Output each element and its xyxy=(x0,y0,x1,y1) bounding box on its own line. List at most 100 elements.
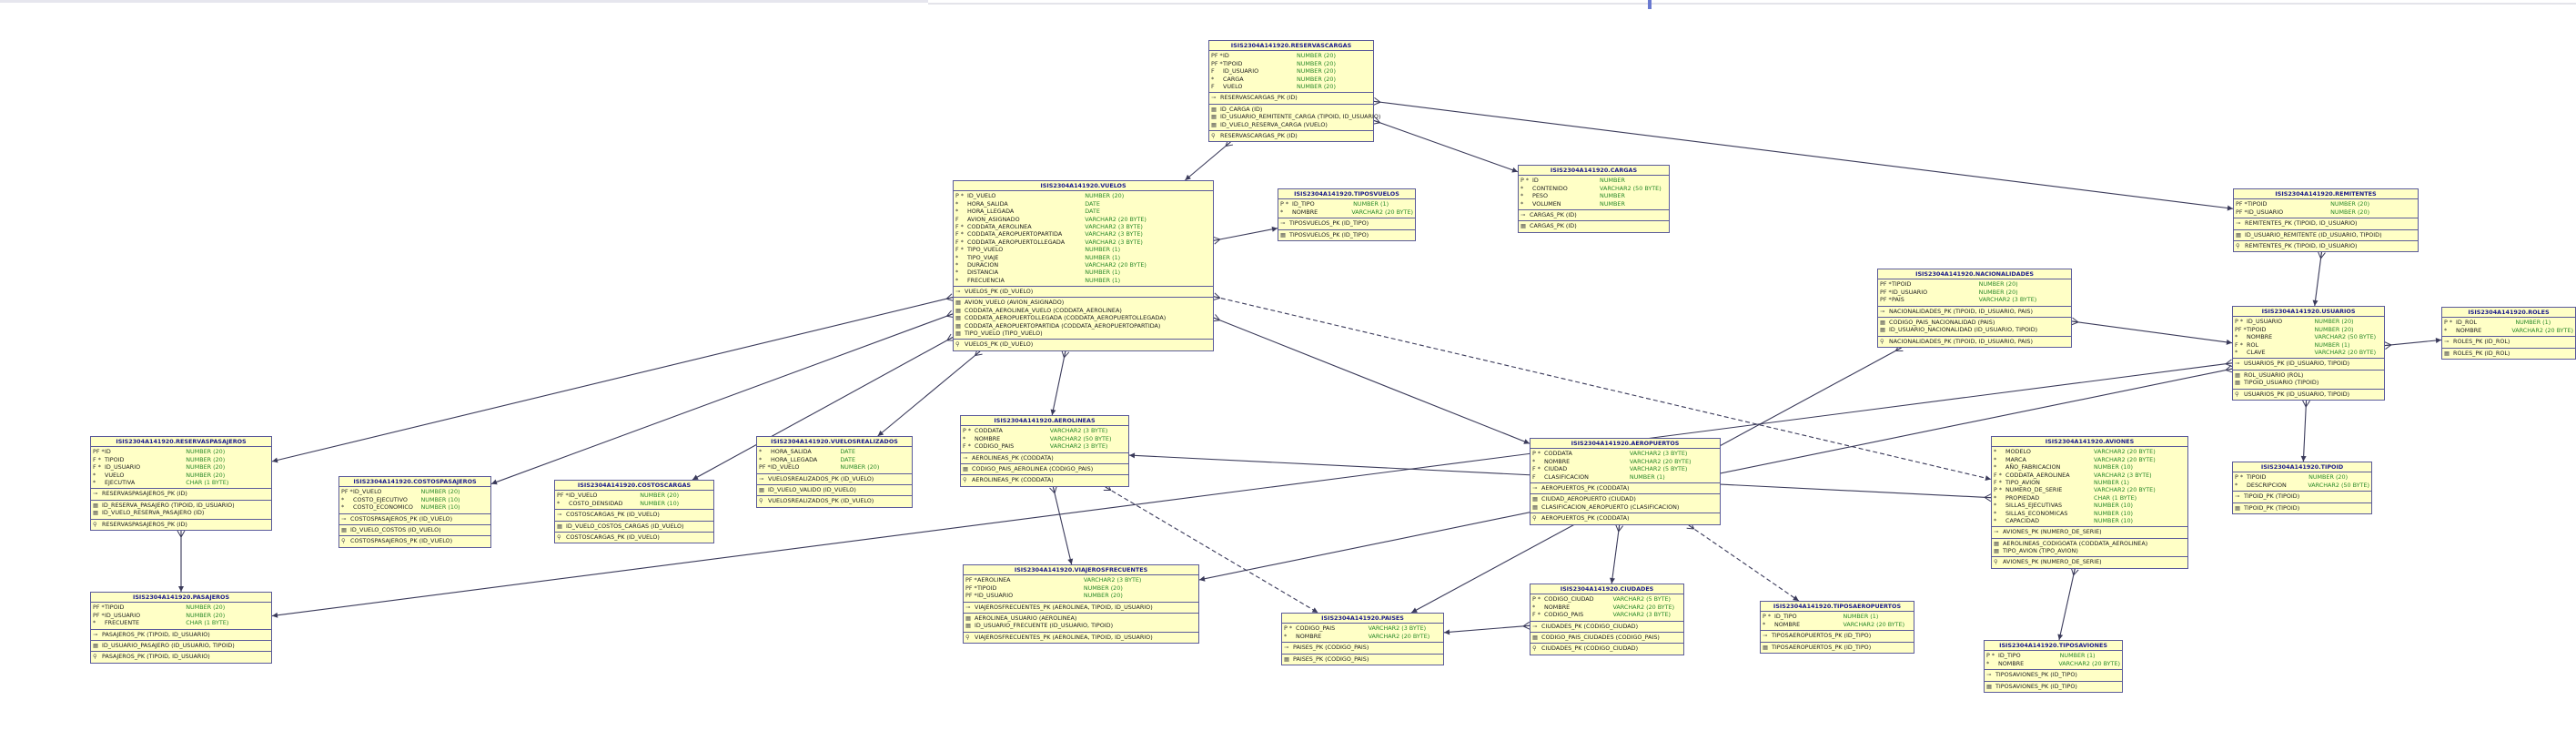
constraint-line[interactable]: ⚲RESERVASCARGAS_PK (ID) xyxy=(1211,132,1371,139)
relationship-line[interactable] xyxy=(490,313,954,485)
relationship-line[interactable] xyxy=(2314,251,2322,307)
constraint-line[interactable]: ▦CODIGO_PAIS_CIUDADES (CODIGO_PAIS) xyxy=(1532,634,1682,641)
constraint-line[interactable]: ⊸USUARIOS_PK (ID_USUARIO, TIPOID) xyxy=(2235,360,2382,367)
relationship-line[interactable] xyxy=(1213,317,1530,444)
relationship-line[interactable] xyxy=(692,337,954,481)
relationship-line[interactable] xyxy=(1213,228,1278,241)
constraint-line[interactable]: ⚲AEROLINEAS_PK (CODDATA) xyxy=(963,476,1126,483)
constraint-line[interactable]: ⊸NACIONALIDADES_PK (TIPOID, ID_USUARIO, … xyxy=(1880,308,2069,315)
constraint-line[interactable]: ▦ID_VUELO_RESERVA_PASAJERO (ID) xyxy=(93,509,269,516)
constraint-line[interactable]: ⚲RESERVASPASAJEROS_PK (ID) xyxy=(93,521,269,528)
relationship-line[interactable] xyxy=(1373,119,1519,173)
constraint-line[interactable]: ▦AEROLINEAS_CODIGOATA (CODDATA_AEROLINEA… xyxy=(1994,540,2186,547)
constraint-line[interactable]: ▦ROLES_PK (ID_ROL) xyxy=(2444,350,2573,357)
constraint-line[interactable]: ⚲USUARIOS_PK (ID_USUARIO, TIPOID) xyxy=(2235,391,2382,398)
constraint-line[interactable]: ▦CLASIFICACION_AEROPUERTO (CLASIFICACION… xyxy=(1532,503,1718,511)
constraint-line[interactable]: ⊸AEROPUERTOS_PK (CODDATA) xyxy=(1532,484,1718,492)
scroll-handle[interactable] xyxy=(1648,0,1652,9)
constraint-line[interactable]: ⊸ROLES_PK (ID_ROL) xyxy=(2444,338,2573,345)
constraint-line[interactable]: ▦TIPOID_USUARIO (TIPOID) xyxy=(2235,379,2382,386)
relationship-line[interactable] xyxy=(877,350,981,437)
constraint-line[interactable]: ▦ID_CARGA (ID) xyxy=(1211,106,1371,113)
relationship-line[interactable] xyxy=(1611,524,1621,584)
constraint-line[interactable]: ▦CARGAS_PK (ID) xyxy=(1520,222,1667,229)
relationship-line[interactable] xyxy=(1688,524,1800,602)
constraint-line[interactable]: ▦ID_USUARIO_FRECUENTE (ID_USUARIO, TIPOI… xyxy=(965,622,1197,629)
constraint-line[interactable]: ⚲REMITENTES_PK (TIPOID, ID_USUARIO) xyxy=(2236,242,2416,249)
constraint-line[interactable]: ▦PAISES_PK (CODIGO_PAIS) xyxy=(1284,655,1441,663)
constraint-line[interactable]: ⊸VUELOS_PK (ID_VUELO) xyxy=(955,288,1211,295)
table-vuelosrealizados[interactable]: ISIS2304A141920.VUELOSREALIZADOS*HORA_SA… xyxy=(756,436,913,508)
constraint-line[interactable]: ⊸CARGAS_PK (ID) xyxy=(1520,211,1667,218)
relationship-line[interactable] xyxy=(2384,339,2442,347)
relationship-line[interactable] xyxy=(271,362,2233,617)
constraint-line[interactable]: ⚲CIUDADES_PK (CODIGO_CIUDAD) xyxy=(1532,645,1682,652)
constraint-line[interactable]: ▦TIPOSVUELOS_PK (ID_TIPO) xyxy=(1280,231,1413,239)
constraint-line[interactable]: ⚲NACIONALIDADES_PK (TIPOID, ID_USUARIO, … xyxy=(1880,338,2069,345)
constraint-line[interactable]: ▦ID_VUELO_VALIDO (ID_VUELO) xyxy=(759,486,910,493)
relationship-line[interactable] xyxy=(1105,486,1318,614)
constraint-line[interactable]: ▦CODIGO_PAIS_NACIONALIDAD (PAIS) xyxy=(1880,319,2069,326)
constraint-line[interactable]: ▦CODDATA_AEROPUERTOPARTIDA (CODDATA_AERO… xyxy=(955,322,1211,330)
constraint-line[interactable]: ⊸COSTOSCARGAS_PK (ID_VUELO) xyxy=(557,511,712,518)
constraint-line[interactable]: ▦AVION_VUELO (AVION_ASIGNADO) xyxy=(955,299,1211,306)
constraint-line[interactable]: ▦ID_USUARIO_REMITENTE (ID_USUARIO, TIPOI… xyxy=(2236,231,2416,239)
relationship-line[interactable] xyxy=(2058,568,2076,641)
constraint-line[interactable]: ⊸PASAJEROS_PK (TIPOID, ID_USUARIO) xyxy=(93,631,269,638)
constraint-line[interactable]: ▦TIPOID_PK (TIPOID) xyxy=(2235,504,2369,512)
